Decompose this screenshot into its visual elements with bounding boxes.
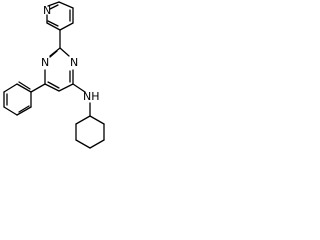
bond bbox=[89, 115, 105, 125]
bond bbox=[47, 81, 60, 89]
bond bbox=[16, 83, 32, 93]
bond bbox=[3, 106, 18, 116]
bond bbox=[59, 47, 70, 57]
pyrimidine-nitrogen-lower-label: N bbox=[70, 56, 78, 69]
molecule-structure: N N N NH bbox=[3, 1, 105, 149]
bond bbox=[75, 115, 91, 125]
bond bbox=[47, 20, 59, 27]
bond bbox=[59, 22, 74, 31]
bond bbox=[18, 105, 30, 113]
bond bbox=[47, 1, 60, 7]
bond bbox=[75, 139, 91, 149]
pyrimidine-ring bbox=[44, 47, 74, 92]
bond bbox=[18, 81, 31, 90]
bond bbox=[58, 1, 74, 9]
phenyl-ring bbox=[3, 81, 32, 116]
bond bbox=[44, 83, 60, 92]
cyclohexyl-ring bbox=[75, 115, 105, 149]
amine-nitrogen-label: NH bbox=[83, 90, 100, 103]
bond bbox=[3, 83, 18, 93]
bond bbox=[16, 106, 32, 116]
bond bbox=[72, 83, 86, 93]
pyridine-nitrogen-label: N bbox=[43, 4, 51, 17]
bond bbox=[58, 83, 74, 92]
pyridine-ring bbox=[46, 1, 74, 31]
bond bbox=[30, 83, 46, 93]
bond bbox=[46, 22, 61, 31]
pyrimidine-nitrogen-upper-label: N bbox=[41, 56, 49, 69]
bond bbox=[89, 139, 105, 149]
bond bbox=[49, 4, 59, 10]
bond bbox=[49, 50, 58, 58]
